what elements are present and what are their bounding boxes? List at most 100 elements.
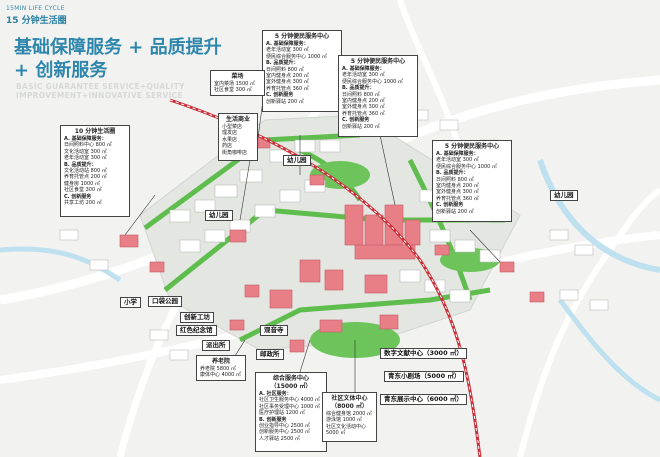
box-line: 室外健身点 300 ㎡	[436, 189, 479, 196]
box-title-2: （8000 ㎡）	[331, 403, 368, 410]
box-line: 人才驿站 2500 ㎡	[259, 435, 300, 442]
box-line: 日间照料中心 800 ㎡	[64, 142, 112, 149]
box-title: 10 分钟生活圈	[74, 128, 116, 135]
kindergarten-tag-2: 幼儿园	[205, 210, 233, 221]
box-line: 医疗护理站 1200 ㎡	[259, 410, 305, 417]
youth-arts-tag: 青东展示中心（6000 ㎡）	[380, 394, 467, 405]
box-title: 菜场	[231, 73, 244, 80]
box-title-1: 社区文体中心	[331, 395, 368, 402]
box-line: 室内菜场 1500 ㎡	[214, 81, 255, 87]
box-line: 康体中心 4000 ㎡	[200, 372, 241, 379]
box-line: 药店	[222, 143, 233, 150]
box-line: 综合健身馆 2000 ㎡	[326, 411, 372, 417]
pocket-park-tag: 口袋公园	[148, 296, 182, 307]
police-station-tag: 派出所	[202, 340, 230, 351]
digital-library-tag: 数字文献中心（3000 ㎡）	[380, 348, 467, 359]
box-line: 日间照料 800 ㎡	[266, 66, 304, 73]
box-line: 便民综合服务中心 1000 ㎡	[342, 78, 403, 85]
red-memorial-tag: 红色纪念馆	[176, 325, 217, 336]
box-line: 日间照料 800 ㎡	[436, 176, 474, 183]
box-line: A. 基础保障服务：	[64, 136, 107, 142]
title-line-1: 基础保障服务 + 品质提升	[14, 37, 222, 58]
box-line: 理发店	[222, 130, 238, 137]
box-line: 老年活动室 300 ㎡	[342, 72, 385, 79]
box-line: 便民综合服务中心 1000 ㎡	[436, 163, 497, 170]
box-line: 社区食堂 300 ㎡	[214, 87, 252, 94]
subtitle-line-1: BASIC GUARANTEE SERVICE+QUALITY	[16, 82, 185, 91]
primary-school-tag: 小学	[120, 297, 141, 308]
box-line: 室外健身点 300 ㎡	[266, 79, 309, 86]
box-line: 老年活动室 300 ㎡	[64, 155, 107, 162]
ten-min-service-box: 10 分钟生活圈 A. 基础保障服务： 日间照料中心 800 ㎡ 文化活动室 3…	[60, 125, 130, 217]
header-cn-text: 15 分钟生活圈	[6, 16, 67, 26]
box-line: C. 创新服务	[436, 202, 464, 209]
box-line: 养育托管点 200 ㎡	[64, 174, 107, 181]
box-line: B. 品质提升：	[64, 161, 97, 168]
box-line: 文化活动室 300 ㎡	[64, 148, 107, 155]
commerce-box: 生活商业 小型菜店 理发店 水果店 药店 街角咖啡店	[218, 113, 258, 161]
box-line: 养育托管点 360 ㎡	[266, 85, 309, 92]
box-title: 5 分钟便民服务中心	[274, 33, 330, 40]
box-line: 室内健身点 200 ㎡	[266, 73, 309, 80]
box-line: 社区食堂 300 ㎡	[64, 187, 102, 194]
box-line: A. 社区服务：	[259, 391, 292, 397]
box-line: 街角咖啡店	[222, 149, 248, 156]
box-line: 老年活动室 300 ㎡	[436, 157, 479, 164]
youth-theater-tag: 青东小剧场（5000 ㎡）	[384, 371, 465, 382]
box-line: C. 创新服务	[64, 193, 92, 200]
title-line-2: + 创新服务	[14, 60, 108, 81]
kindergarten-tag-1: 幼儿园	[283, 155, 311, 166]
box-title: 生活商业	[225, 116, 250, 123]
box-line: 日间照料 800 ㎡	[342, 91, 380, 98]
innovation-workshop-tag: 创新工坊	[180, 312, 214, 323]
page-title: 基础保障服务 + 品质提升 + 创新服务	[14, 36, 222, 82]
box-line: 游泳馆 1000 ㎡	[326, 417, 362, 424]
box-title: 5 分钟便民服务中心	[350, 58, 406, 65]
kindergarten-tag-3: 幼儿园	[550, 190, 578, 201]
nursing-home-box: 养老院 养老院 5800 ㎡ 康体中心 4000 ㎡	[196, 355, 246, 381]
box-line: 社区卫生服务中心 4000 ㎡	[259, 397, 320, 404]
box-line: 养育托管点 360 ㎡	[436, 195, 479, 202]
box-line: 社区文化活动中心	[326, 423, 367, 430]
box-line: 创业指导中心 2500 ㎡	[259, 423, 310, 430]
box-line: B. 品质提升：	[266, 60, 299, 67]
box-line: 健身房 1000 ㎡	[64, 180, 100, 187]
page-subtitle: BASIC GUARANTEE SERVICE+QUALITY IMPROVEM…	[16, 82, 185, 100]
market-box: 菜场 室内菜场 1500 ㎡ 社区食堂 300 ㎡	[210, 70, 265, 96]
box-line: 室内健身点 200 ㎡	[436, 183, 479, 190]
five-min-service-box-3: 5 分钟便民服务中心 A. 基础保障服务： 老年活动室 300 ㎡ 便民综合服务…	[432, 140, 512, 222]
box-line: 共享工坊 200 ㎡	[64, 200, 102, 207]
box-line: 室外健身点 300 ㎡	[342, 104, 385, 111]
subtitle-line-2: IMPROVEMENT+INNOVATIVE SERVICE	[16, 91, 183, 100]
box-title-1: 综合服务中心	[272, 375, 309, 382]
box-line: C. 创新服务	[342, 117, 370, 124]
box-line: A. 基础保障服务：	[436, 151, 479, 157]
comprehensive-service-box: 综合服务中心 （15000 ㎡） A. 社区服务： 社区卫生服务中心 4000 …	[255, 372, 327, 452]
box-line: 创新驿站 200 ㎡	[266, 98, 304, 105]
box-line: B. 品质提升：	[342, 85, 375, 92]
box-line: B. 品质提升：	[436, 170, 469, 177]
temple-tag: 观音寺	[260, 325, 288, 336]
box-line: A. 基础保障服务：	[266, 41, 309, 47]
box-title: 养老院	[211, 358, 230, 365]
five-min-service-box-1: 5 分钟便民服务中心 A. 基础保障服务： 老年活动室 300 ㎡ 便民综合服务…	[262, 30, 342, 112]
post-office-tag: 邮政所	[256, 349, 284, 360]
box-line: 5000 ㎡	[326, 430, 346, 437]
box-title-2: （15000 ㎡）	[270, 383, 312, 390]
header-small-text: 15MIN LIFE CYCLE	[6, 5, 65, 12]
box-line: 创新服务中心 2500 ㎡	[259, 429, 310, 436]
box-line: 小型菜店	[222, 124, 243, 130]
box-line: 创新驿站 200 ㎡	[342, 123, 380, 130]
box-title: 5 分钟便民服务中心	[444, 143, 500, 150]
culture-sports-box: 社区文体中心 （8000 ㎡） 综合健身馆 2000 ㎡ 游泳馆 1000 ㎡ …	[322, 392, 377, 442]
box-line: 养育托管点 360 ㎡	[342, 110, 385, 117]
box-line: B. 创新服务	[259, 416, 287, 423]
box-line: 老年活动室 300 ㎡	[266, 47, 309, 54]
box-line: 养老院 5800 ㎡	[200, 366, 236, 372]
box-line: 创新驿站 200 ㎡	[436, 208, 474, 215]
box-line: 室内健身点 200 ㎡	[342, 98, 385, 105]
box-line: C. 创新服务	[266, 92, 294, 99]
five-min-service-box-2: 5 分钟便民服务中心 A. 基础保障服务： 老年活动室 300 ㎡ 便民综合服务…	[338, 55, 418, 137]
box-line: 水果店	[222, 136, 238, 143]
box-line: A. 基础保障服务：	[342, 66, 385, 72]
